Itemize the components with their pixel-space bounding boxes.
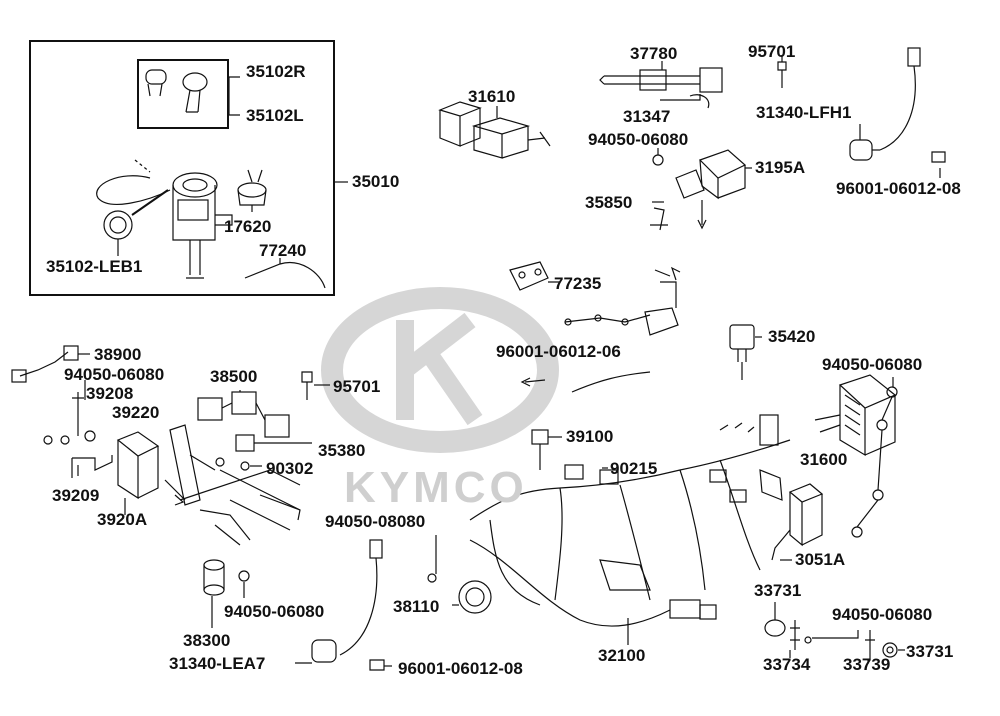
part-label-31340-LEA7: 31340-LEA7: [169, 654, 266, 673]
part-label-94050-06080-bl: 94050-06080: [224, 602, 325, 621]
relay-31610: [438, 101, 551, 159]
canister-38300: [203, 559, 250, 596]
rectifier-31600: [814, 374, 898, 538]
horn-switch-parts: [764, 619, 898, 660]
part-label-3195A: 3195A: [755, 158, 806, 177]
part-label-90302: 90302: [266, 459, 314, 478]
part-label-95701-top: 95701: [748, 42, 796, 61]
part-label-31600: 31600: [800, 450, 848, 469]
part-label-35102L: 35102L: [246, 106, 304, 125]
part-label-38900: 38900: [94, 345, 142, 364]
connector-38900: [11, 345, 79, 383]
bolt-95701-mid: [301, 371, 313, 400]
part-label-39209: 39209: [52, 486, 100, 505]
part-label-94050-06080-top: 94050-06080: [588, 130, 689, 149]
part-label-33731-b: 33731: [906, 642, 954, 661]
part-label-90215: 90215: [610, 459, 658, 478]
part-label-96001-06012-08-top: 96001-06012-08: [836, 179, 961, 198]
part-label-31610: 31610: [468, 87, 516, 106]
part-label-39100: 39100: [566, 427, 614, 446]
kymco-watermark-text: KYMCO: [344, 463, 528, 512]
part-label-35102R: 35102R: [246, 62, 306, 81]
part-label-35380: 35380: [318, 441, 366, 460]
part-label-77235: 77235: [554, 274, 602, 293]
grommet-38110: [427, 573, 492, 614]
part-label-33739: 33739: [843, 655, 891, 674]
part-label-38500: 38500: [210, 367, 258, 386]
part-label-35850: 35850: [585, 193, 633, 212]
ignition-coil-3051A: [771, 483, 824, 561]
bolt-95701-top: [777, 61, 787, 88]
part-label-3920A: 3920A: [97, 510, 148, 529]
kymco-logo-watermark: [321, 287, 559, 453]
part-label-94050-06080-right: 94050-06080: [822, 355, 923, 374]
regulator-3195A: [650, 149, 747, 231]
part-label-3051A: 3051A: [795, 550, 846, 569]
wiring-harness-32100: [469, 414, 791, 627]
part-label-39220: 39220: [112, 403, 160, 422]
part-label-37780: 37780: [630, 44, 678, 63]
part-label-33734: 33734: [763, 655, 811, 674]
part-label-33731-a: 33731: [754, 581, 802, 600]
part-label-35420: 35420: [768, 327, 816, 346]
part-label-35102-LEB1: 35102-LEB1: [46, 257, 143, 276]
part-label-94050-06080-left: 94050-06080: [64, 365, 165, 384]
part-label-17620: 17620: [224, 217, 272, 236]
part-label-38300: 38300: [183, 631, 231, 650]
sensor-31340-lea7: [311, 539, 385, 671]
sensor-37780: [599, 67, 723, 109]
wiring-frame: [116, 424, 301, 546]
part-label-96001-06012-06: 96001-06012-06: [496, 342, 621, 361]
sensor-31340-lfh1: [849, 47, 946, 163]
part-label-38110: 38110: [393, 597, 440, 616]
part-label-95701-mid: 95701: [333, 377, 381, 396]
ignition-switch-inset-frame: [29, 40, 335, 296]
part-label-96001-06012-08-bot: 96001-06012-08: [398, 659, 523, 678]
part-label-31340-LFH1: 31340-LFH1: [756, 103, 852, 122]
part-label-94050-06080-br: 94050-06080: [832, 605, 933, 624]
key-subassembly-frame: [137, 59, 229, 129]
part-label-35010: 35010: [352, 172, 400, 191]
part-label-39208: 39208: [86, 384, 134, 403]
part-label-31347: 31347: [623, 107, 671, 126]
relay-35420: [729, 324, 755, 380]
bracket-77235: [509, 261, 681, 393]
part-label-32100: 32100: [598, 646, 646, 665]
part-label-77240: 77240: [259, 241, 307, 260]
part-label-94050-08080: 94050-08080: [325, 512, 426, 531]
bracket-39209: [43, 392, 113, 478]
